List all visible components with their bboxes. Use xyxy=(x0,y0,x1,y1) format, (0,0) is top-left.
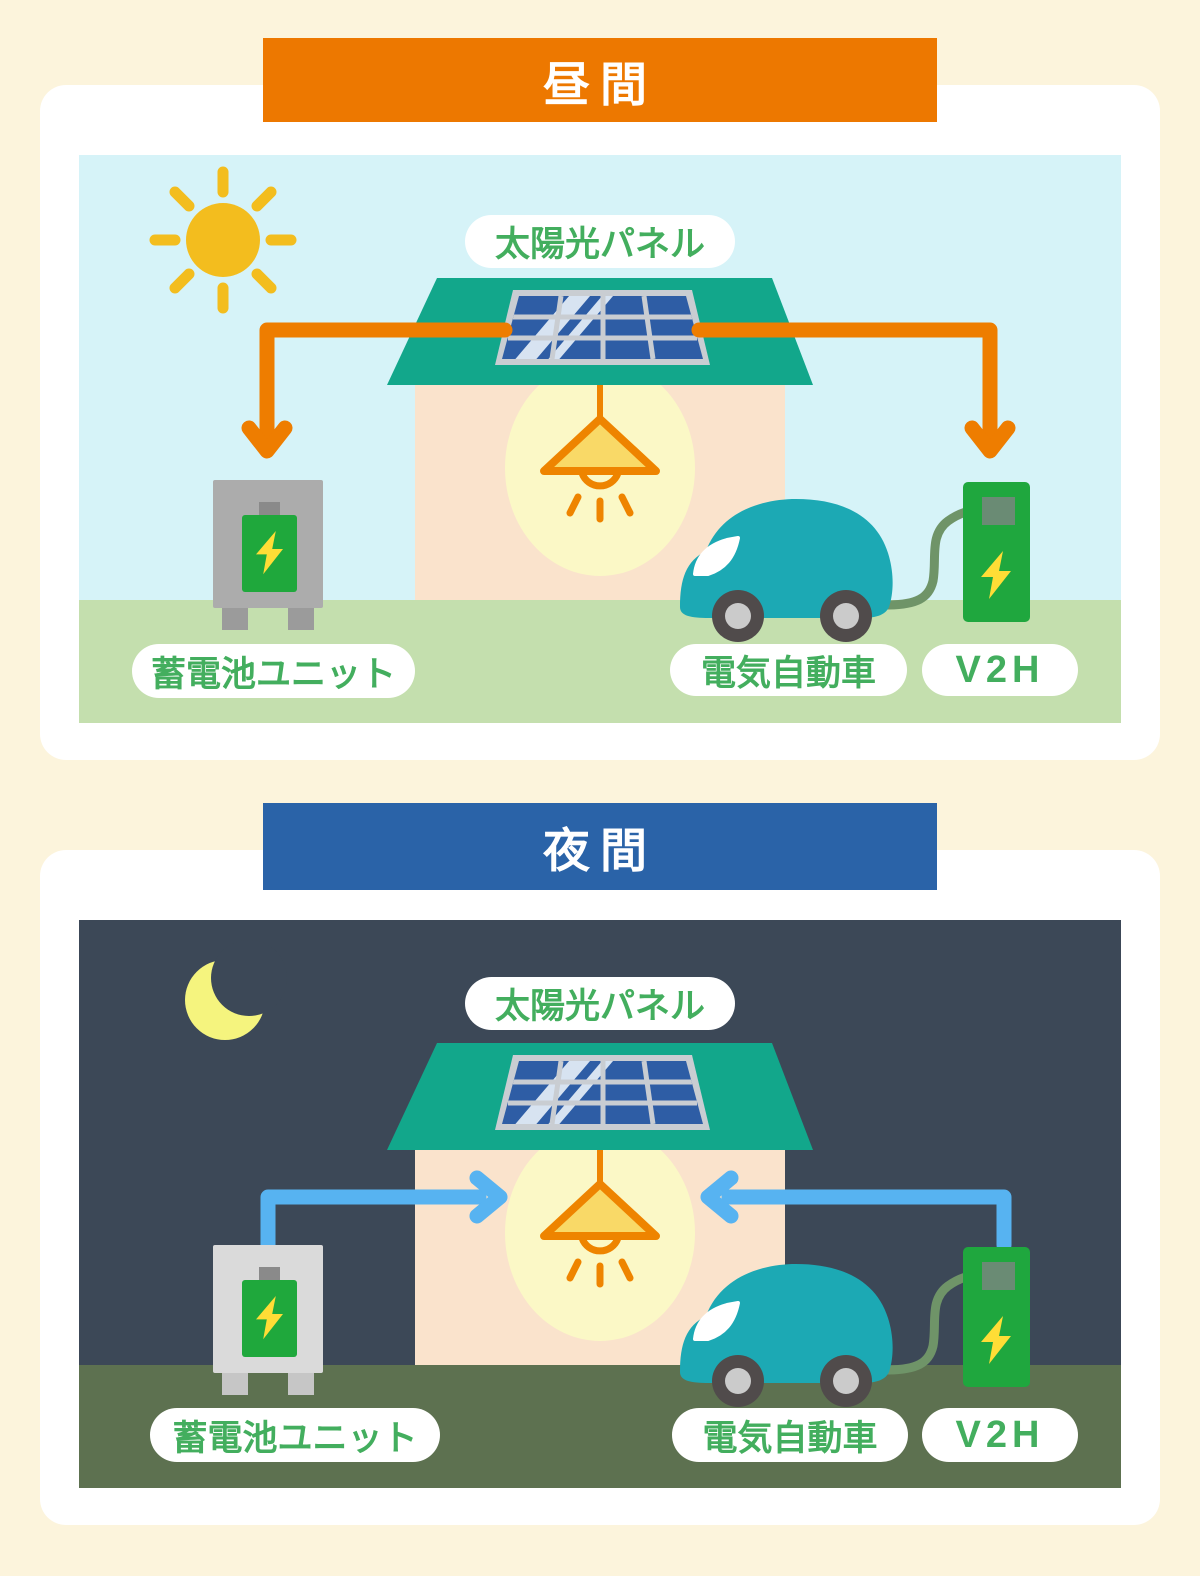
down-arrowhead-icon xyxy=(241,420,293,459)
sun-icon xyxy=(149,166,297,314)
day-scene: 太陽光パネル 蓄電池ユニット 電気自動車 V2H xyxy=(79,155,1121,723)
ev-label: 電気自動車 xyxy=(670,644,907,696)
right-arrowhead-icon xyxy=(469,1170,508,1224)
down-arrowhead-icon xyxy=(964,420,1016,459)
arrow-battery-to-house xyxy=(260,1189,487,1253)
battery-unit xyxy=(213,480,323,630)
night-header: 夜間 xyxy=(263,803,937,890)
night-scene: 太陽光パネル 蓄電池ユニット 電気自動車 V2H xyxy=(79,920,1121,1488)
v2h-label: V2H xyxy=(922,644,1078,696)
day-header: 昼間 xyxy=(263,38,937,122)
left-arrowhead-icon xyxy=(700,1170,739,1224)
v2h-label: V2H xyxy=(922,1408,1078,1462)
arrow-panel-to-battery xyxy=(259,322,513,451)
solar-panel-label: 太陽光パネル xyxy=(465,215,735,268)
crescent-moon-icon xyxy=(185,940,287,1040)
battery-unit-label: 蓄電池ユニット xyxy=(132,644,415,698)
battery-unit-label: 蓄電池ユニット xyxy=(150,1408,440,1462)
solar-panel-label: 太陽光パネル xyxy=(465,977,735,1030)
ev-label: 電気自動車 xyxy=(672,1408,908,1462)
arrow-panel-to-v2h xyxy=(691,322,998,451)
v2h-charger xyxy=(963,482,1030,622)
arrow-v2h-to-house xyxy=(721,1189,1012,1253)
battery-unit xyxy=(213,1245,323,1395)
v2h-charger xyxy=(963,1247,1030,1387)
